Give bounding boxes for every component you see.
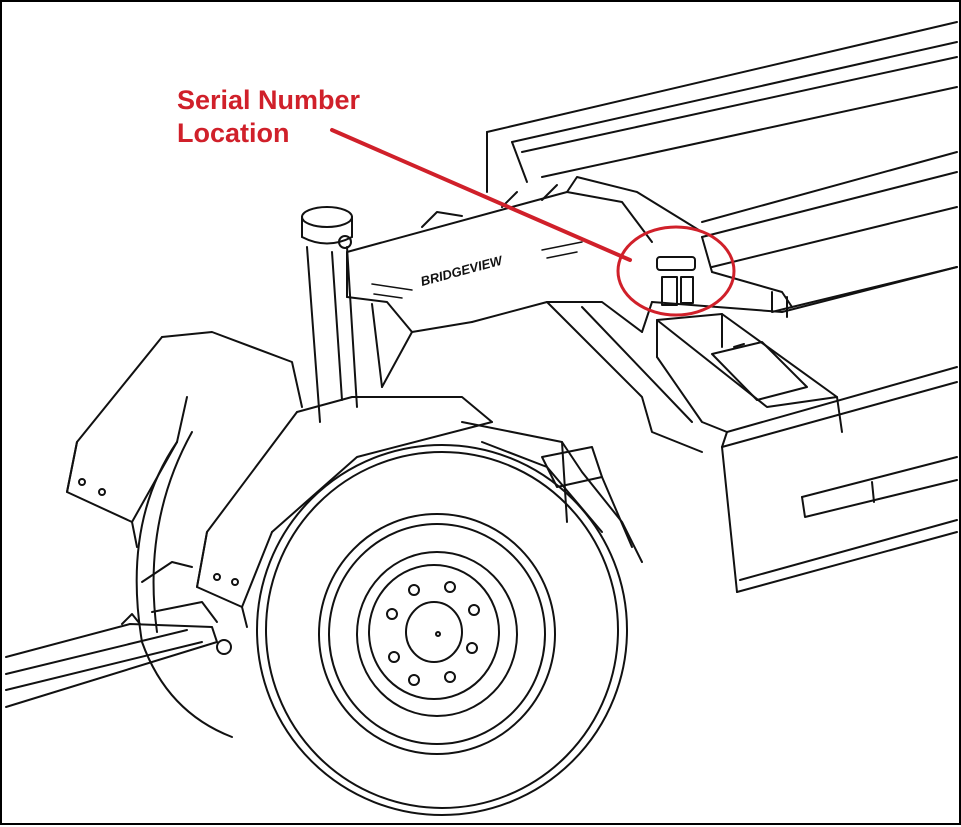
jack-post <box>301 206 358 423</box>
callout-line-2: Location <box>177 118 290 148</box>
trailer-box-frame <box>486 21 958 593</box>
serial-number-callout: Serial Number Location <box>177 84 437 150</box>
serial-number-callout-marker <box>330 128 736 317</box>
callout-circle <box>616 225 736 317</box>
callout-leader-line <box>330 128 632 262</box>
main-frame <box>346 176 703 453</box>
hitch-bar <box>5 613 218 708</box>
lug-nuts <box>386 581 480 686</box>
storage-box <box>656 313 843 433</box>
brand-decal: BRIDGEVIEW <box>419 252 505 289</box>
front-fender <box>196 396 493 628</box>
callout-line-1: Serial Number <box>177 85 361 115</box>
rear-fender <box>66 331 303 548</box>
front-wheel <box>256 444 628 816</box>
serial-plate <box>656 256 696 306</box>
rear-wheel <box>135 431 233 738</box>
